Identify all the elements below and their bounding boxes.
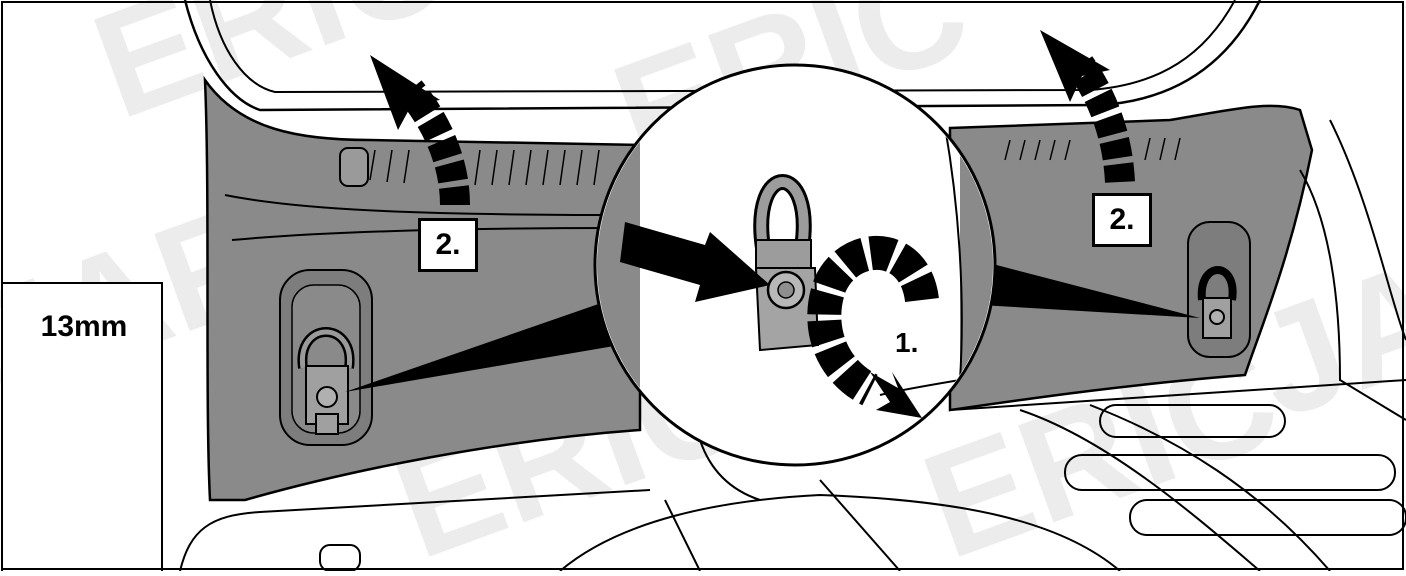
step-1-label: 1. <box>895 327 918 359</box>
step-2-label-left: 2. <box>418 218 478 272</box>
left-trim-panel <box>205 80 640 500</box>
tool-size-label: 13mm <box>3 310 165 344</box>
tool-info-box: 13mm <box>1 282 163 571</box>
left-clip-tab <box>340 148 368 186</box>
step-2-label-right: 2. <box>1092 193 1152 247</box>
